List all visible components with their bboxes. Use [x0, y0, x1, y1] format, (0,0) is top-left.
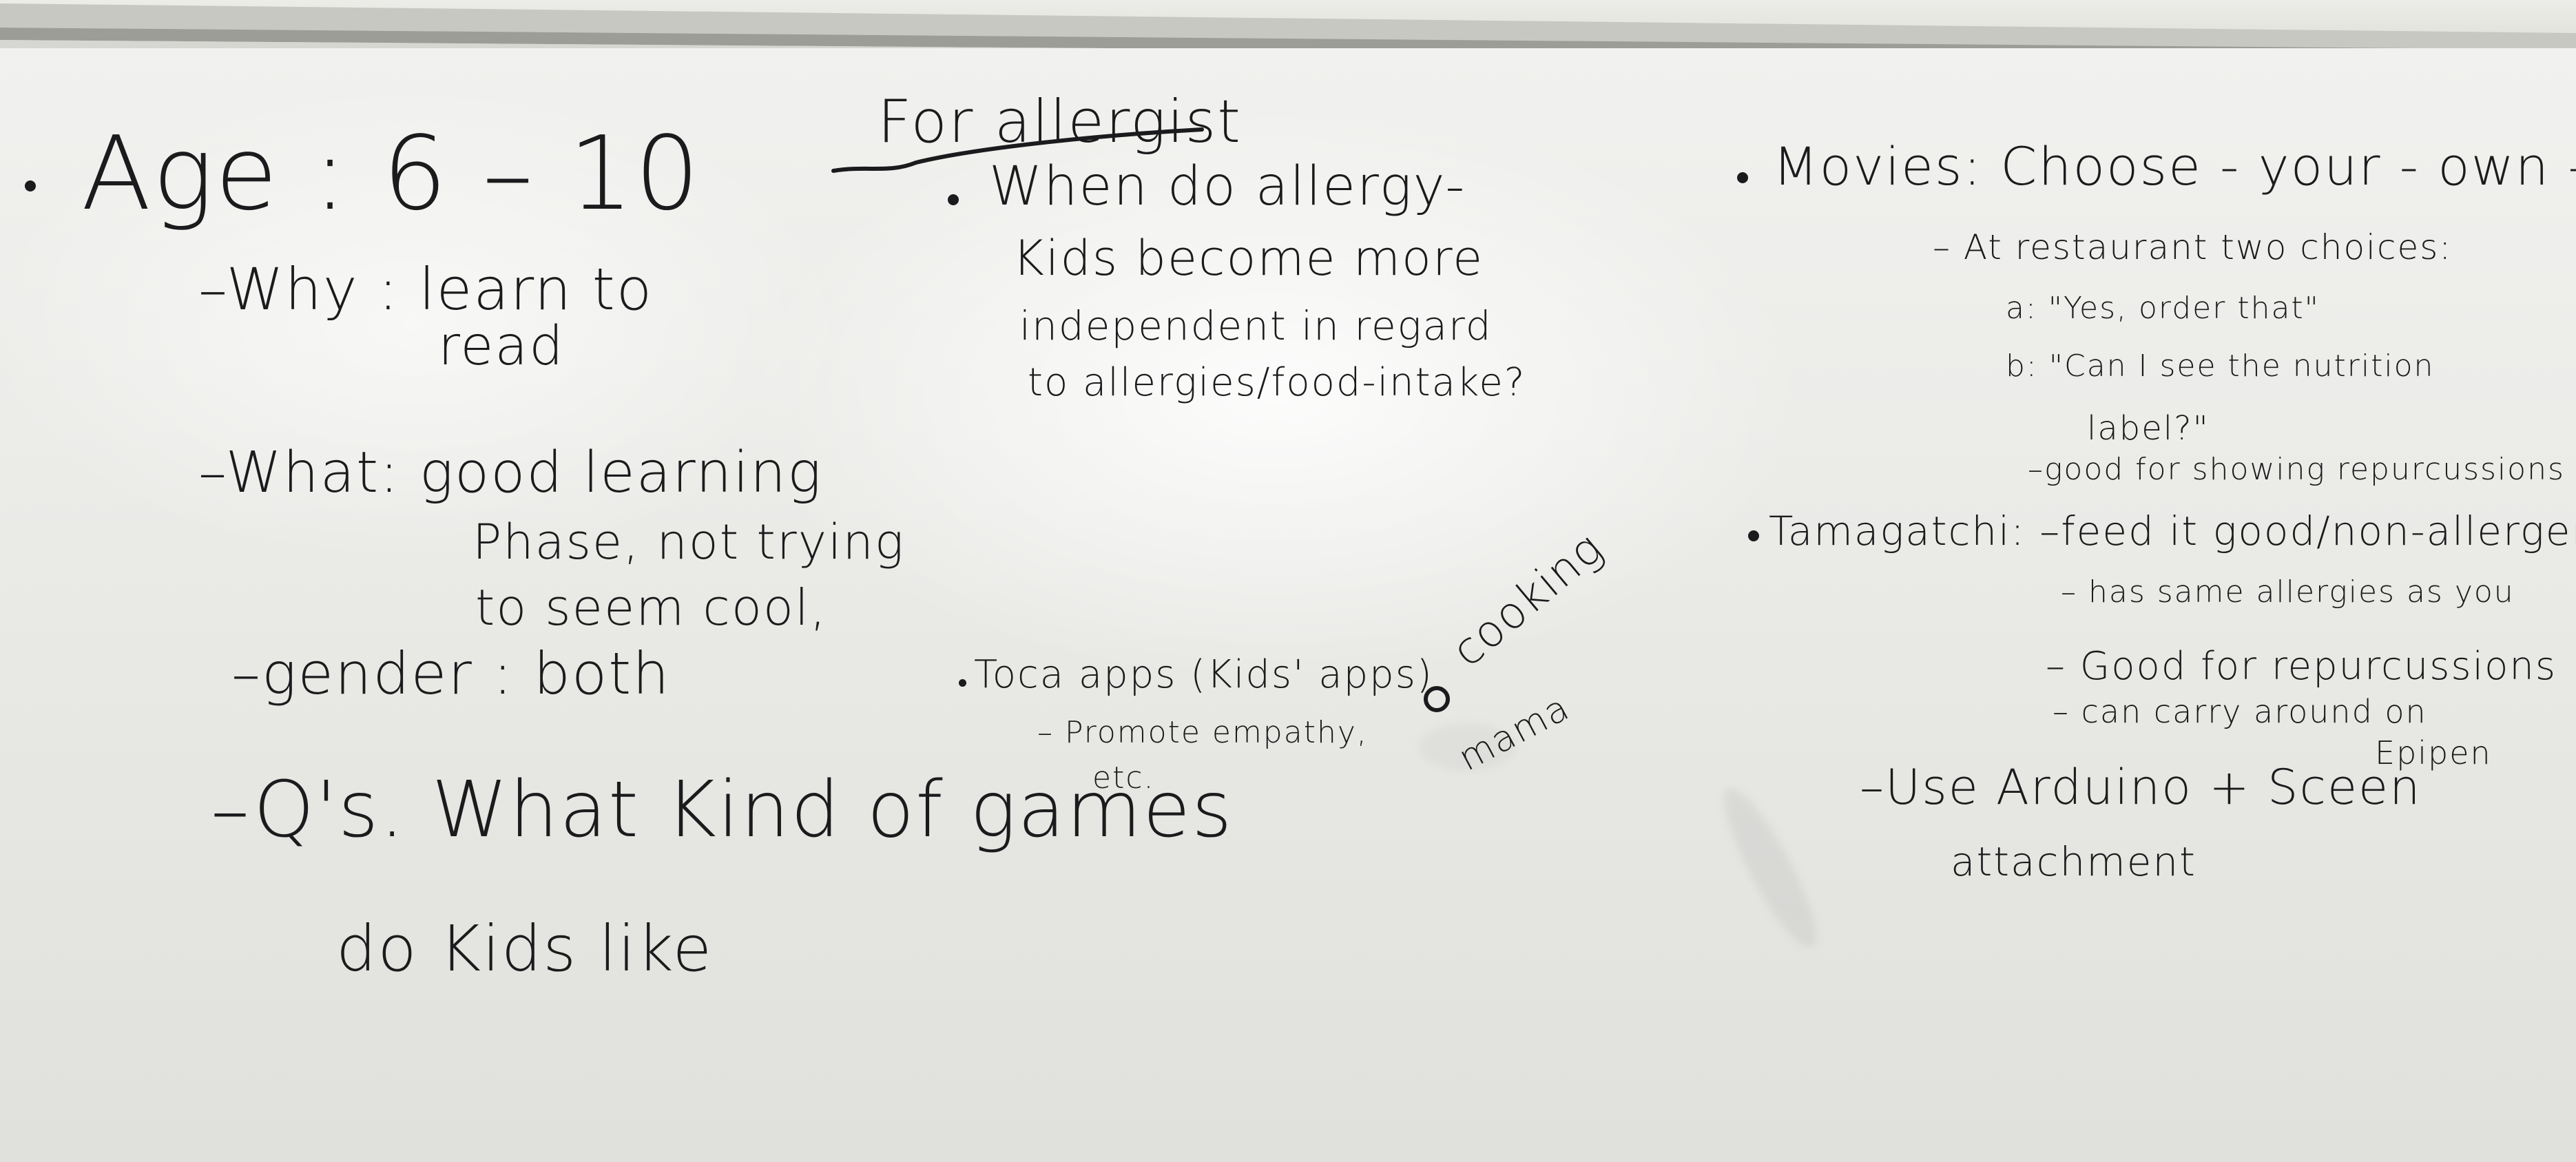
- good-for-showing: –good for showing repurcussions: [2028, 452, 2565, 487]
- good-for-repurcussions: – Good for repurcussions: [2046, 644, 2557, 689]
- same-allergies: – has same allergies as you: [2061, 574, 2515, 610]
- choice-b-line-2: label?": [2087, 409, 2210, 448]
- allergist-question-4: to allergies/food-intake?: [1028, 360, 1526, 405]
- choice-a: a: "Yes, order that": [2006, 291, 2320, 326]
- smudge: [1419, 723, 1515, 771]
- movies-heading: Movies: Choose - your - own - adventure: [1773, 136, 2576, 197]
- choice-b-line-1: b: "Can I see the nutrition: [2006, 349, 2435, 384]
- allergist-question-1: When do allergy-: [989, 156, 1466, 218]
- why-line-1: –Why : learn to: [198, 256, 654, 323]
- questions-line-2: do Kids like: [336, 912, 714, 986]
- toca-sub-2: etc.: [1092, 760, 1155, 796]
- why-line-2: read: [438, 315, 565, 377]
- carry-around-line-2: Epipen: [2375, 734, 2492, 771]
- bullet: [25, 180, 36, 191]
- arduino-line-2: attachment: [1951, 838, 2196, 885]
- arduino-line-1: –Use Arduino + Sceen: [1860, 759, 2422, 816]
- bullet: [948, 194, 959, 205]
- allergist-question-3: independent in regard: [1019, 302, 1493, 349]
- allergist-question-2: Kids become more: [1012, 230, 1484, 287]
- bullet: [959, 679, 966, 687]
- questions-line-1: –Q's. What Kind of games: [211, 765, 1234, 855]
- toca-apps: Toca apps (Kids' apps): [974, 652, 1433, 697]
- tamagatchi-heading: Tamagatchi: –feed it good/non-allergen f…: [1769, 508, 2576, 554]
- carry-around-line-1: – can carry around on: [2053, 693, 2427, 730]
- what-line-1: –What: good learning: [198, 440, 823, 506]
- bullet: [1737, 172, 1748, 183]
- what-line-2: Phase, not trying: [472, 514, 905, 570]
- whiteboard: [0, 48, 2576, 1162]
- age-heading: Age : 6 – 10: [81, 114, 701, 233]
- allergist-heading: For allergist: [877, 87, 1242, 156]
- what-line-3: to seem cool,: [475, 579, 827, 636]
- restaurant-line: – At restaurant two choices:: [1933, 227, 2453, 267]
- toca-sub-1: – Promote empathy,: [1037, 715, 1368, 750]
- smudge: [1710, 779, 1831, 957]
- bullet: [1748, 530, 1759, 541]
- gender-line: –gender : both: [231, 640, 671, 707]
